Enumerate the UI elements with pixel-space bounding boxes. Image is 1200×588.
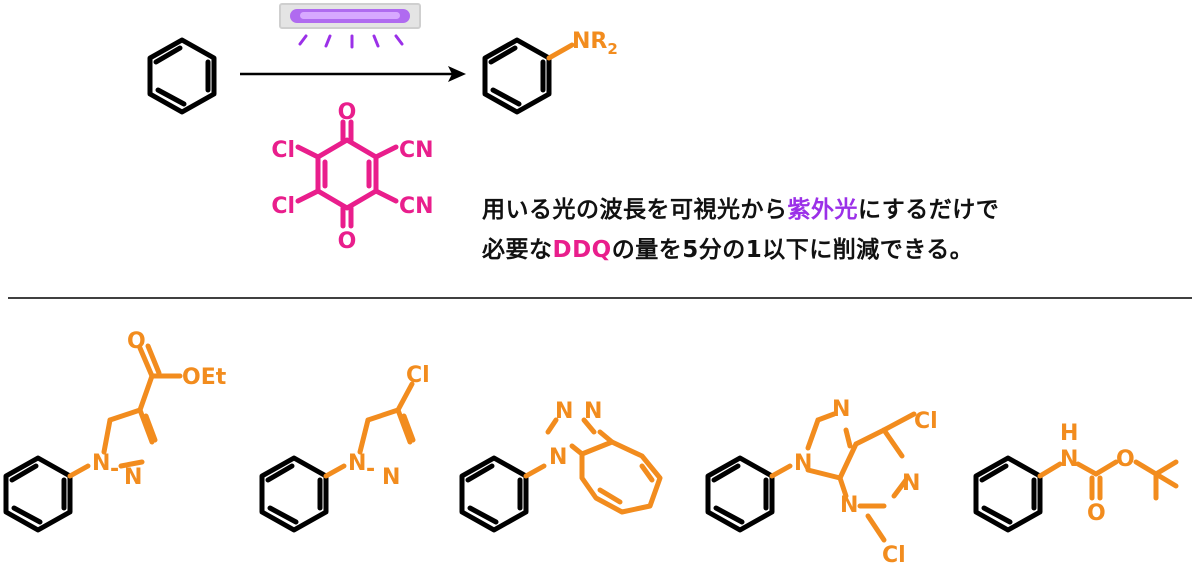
pyrazole-n1: N [92, 451, 110, 476]
uv-lamp-icon [279, 3, 421, 49]
ddq-structure [295, 119, 399, 229]
purine-n7: N [832, 397, 850, 422]
chloropyrazole-cl: Cl [406, 363, 430, 388]
example-boc-aniline: H N O O [973, 421, 1179, 533]
chloropyrazole-dash: - [366, 457, 375, 482]
ester-o-label: O [127, 329, 146, 354]
purine-cl-2: Cl [882, 543, 906, 568]
purine-cl-6: Cl [914, 409, 938, 434]
triazole-n1: N [549, 445, 567, 470]
chloropyrazole-n1: N [348, 451, 366, 476]
purine-n1: N [902, 471, 920, 496]
ester-oet-label: OEt [182, 365, 227, 390]
product-n-bond [546, 42, 575, 61]
boc-n-label: N [1060, 447, 1078, 472]
chloropyrazole-n2: N [382, 465, 400, 490]
ddq-cl-bottom: Cl [271, 194, 295, 219]
triazole-n3: N [584, 399, 602, 424]
purine-n9: N [794, 451, 812, 476]
ddq-cn-bottom: CN [399, 194, 434, 219]
ddq-o-top: O [338, 100, 357, 125]
example-pyrazole-ester: N - N O OEt [3, 329, 227, 533]
purine-n3: N [840, 493, 858, 518]
caption-line-1: 用いる光の波長を可視光から紫外光にするだけで [482, 197, 1000, 223]
product-nr2-label: NR2 [572, 29, 618, 58]
benzene-start [147, 37, 217, 115]
caption-line-2: 必要なDDQの量を5分の1以下に削減できる。 [482, 237, 974, 263]
ddq-highlight: DDQ [552, 237, 612, 263]
boc-o-carbonyl: O [1087, 501, 1106, 526]
pyrazole-n2: N [124, 465, 142, 490]
example-dichloropurine: N N N N Cl Cl [705, 397, 938, 568]
ddq-o-bottom: O [338, 229, 357, 254]
pyrazole-dash: - [110, 457, 119, 482]
ddq-cn-top: CN [399, 138, 434, 163]
triazole-n2: N [555, 399, 573, 424]
uv-highlight: 紫外光 [787, 197, 858, 223]
boc-h-label: H [1060, 421, 1078, 446]
reaction-arrow-icon [240, 66, 466, 82]
example-chloropyrazole: N - N Cl [259, 363, 430, 533]
product-benzene [482, 37, 552, 115]
boc-o-ether: O [1116, 447, 1135, 472]
ddq-cl-top: Cl [271, 138, 295, 163]
example-benzotriazole: N N N [459, 399, 663, 533]
